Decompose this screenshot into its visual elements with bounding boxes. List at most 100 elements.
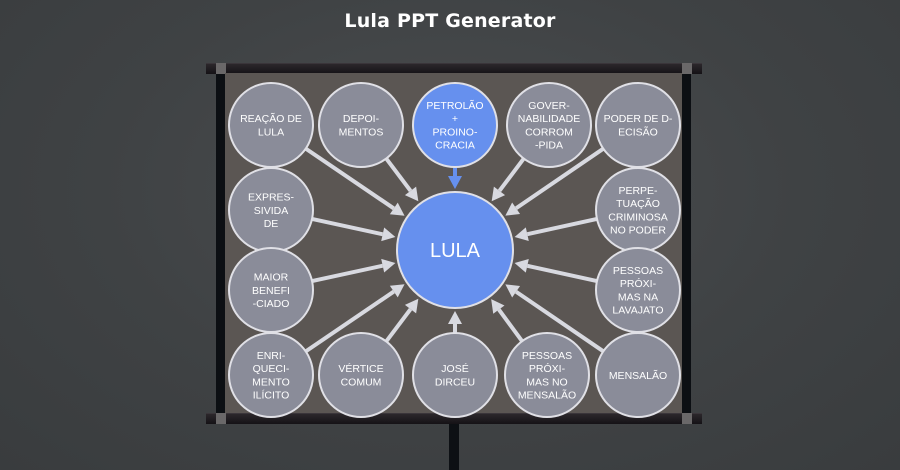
node-label-line: MENTOS: [339, 126, 384, 138]
edge-arrow-maior-beneficiado: [311, 258, 396, 284]
node-label-line: MAIOR: [254, 272, 289, 284]
arrowhead-icon: [448, 311, 462, 324]
node-label-line: NO PODER: [610, 225, 666, 237]
edge-line: [497, 157, 526, 193]
node-label-line: SIVIDA: [254, 205, 288, 217]
arrowhead-icon: [381, 227, 396, 242]
edge-line: [526, 217, 598, 237]
arrowhead-icon: [505, 202, 521, 216]
arrowhead-icon: [381, 258, 396, 273]
node-label-line: ECISÃO: [618, 125, 658, 138]
arrowhead-icon: [491, 186, 506, 202]
node-circle[interactable]: [228, 332, 314, 418]
screen-left-frame: [216, 73, 225, 414]
node-label-line: MAS NA: [618, 291, 658, 303]
node-petrolao-proinocracia[interactable]: PETROLÃO+PROINO-CRACIA: [412, 82, 498, 168]
arrowhead-icon: [514, 227, 529, 242]
node-label-line: MENSALÃO: [609, 369, 667, 382]
edge-arrow-perpetuacao-criminosa: [514, 217, 598, 242]
node-label-line: -PIDA: [535, 140, 563, 152]
node-label-line: PROINO-: [433, 126, 478, 138]
node-circle[interactable]: [318, 82, 404, 168]
node-label-line: PERPE-: [618, 185, 658, 197]
node-lula[interactable]: LULA: [396, 191, 514, 309]
edge-arrow-pessoas-proximas-lavajato: [514, 258, 598, 283]
arrowhead-icon: [404, 298, 419, 314]
edge-arrow-pessoas-proximas-mensalao: [491, 299, 524, 343]
edge-arrow-vertice-comum: [384, 298, 419, 343]
node-circle[interactable]: [595, 332, 681, 418]
edge-line: [311, 263, 384, 284]
node-label-line: BENEFI: [252, 285, 290, 297]
arrowhead-icon: [389, 202, 405, 216]
node-label-line: GOVER-: [528, 100, 570, 112]
edge-line: [526, 263, 598, 283]
node-circle[interactable]: [412, 82, 498, 168]
arrowhead-icon: [505, 284, 521, 298]
edge-line: [304, 289, 395, 354]
node-circle[interactable]: [506, 82, 592, 168]
node-label-line: MENSALÃO: [518, 389, 576, 402]
node-label-line: NABILIDADE: [518, 113, 580, 125]
edge-arrow-governabilidade-corrompida: [491, 157, 526, 202]
node-label-line: JOSÉ: [441, 362, 468, 375]
node-label-line: ENRI-: [257, 350, 286, 362]
node-label-line: PRÓXI-: [529, 362, 566, 375]
node-label-line: CRIMINOSA: [608, 211, 668, 223]
node-circle[interactable]: [318, 332, 404, 418]
node-circle[interactable]: [412, 332, 498, 418]
arrowhead-icon: [389, 284, 405, 298]
edge-arrow-enriquecimento-ilicito: [304, 284, 405, 354]
edge-line: [514, 147, 605, 210]
edge-arrow-expressividade: [311, 216, 396, 242]
node-label-line: COMUM: [341, 376, 382, 388]
top-right-cap: [682, 63, 692, 74]
node-label-line: ILÍCITO: [253, 389, 290, 402]
page-title: Lula PPT Generator: [344, 10, 556, 32]
edge-arrow-jose-dirceu: [448, 311, 462, 333]
node-depoimentos[interactable]: DEPOI-MENTOS: [318, 82, 404, 168]
node-circle[interactable]: [504, 332, 590, 418]
edges-layer: [304, 146, 605, 354]
node-label-line: PRÓXI-: [620, 277, 657, 290]
arrowhead-icon: [404, 186, 419, 202]
edge-line: [311, 216, 384, 237]
edge-arrow-reacao-de-lula: [304, 146, 405, 216]
nodes-layer: REAÇÃO DELULADEPOI-MENTOSPETROLÃO+PROINO…: [228, 82, 681, 418]
node-label-line: TUAÇÃO: [616, 197, 660, 210]
node-label-line: QUECI-: [253, 363, 290, 375]
node-poder-de-decisao[interactable]: PODER DE D-ECISÃO: [595, 82, 681, 168]
node-label-line: PETROLÃO: [426, 99, 483, 112]
node-label-line: VÉRTICE: [338, 362, 383, 375]
node-label-line: MENTO: [252, 376, 290, 388]
edge-arrow-mensalao: [505, 284, 605, 353]
node-label-line: +: [452, 113, 458, 125]
edge-arrow-depoimentos: [384, 157, 419, 202]
node-mensalao[interactable]: MENSALÃO: [595, 332, 681, 418]
arrowhead-icon: [491, 299, 505, 314]
edge-arrow-petrolao-proinocracia: [448, 167, 462, 189]
edge-line: [384, 157, 413, 193]
bottom-left-cap: [216, 413, 226, 424]
arrowhead-icon: [514, 258, 529, 273]
top-left-cap: [216, 63, 226, 74]
projector-stand-pole: [449, 420, 459, 470]
node-label-line: REAÇÃO DE: [240, 112, 302, 125]
screen-right-frame: [682, 73, 691, 414]
edge-line: [514, 290, 605, 353]
edge-line: [384, 307, 413, 343]
node-circle[interactable]: [396, 191, 514, 309]
node-label-line: PESSOAS: [613, 265, 663, 277]
arrowhead-icon: [448, 176, 462, 189]
